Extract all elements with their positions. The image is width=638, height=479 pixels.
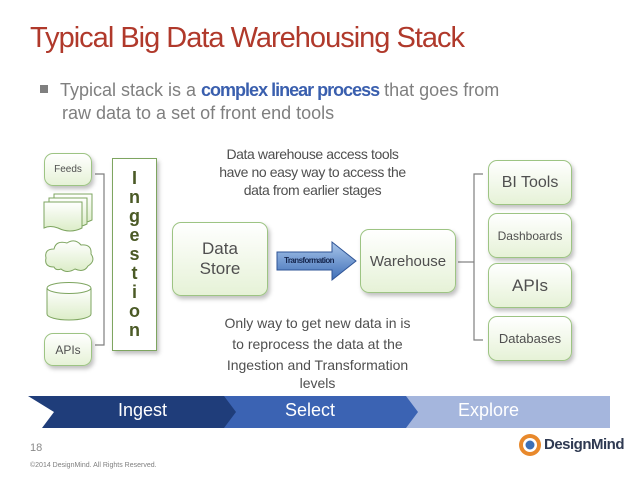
apis-tool-label: APIs xyxy=(512,275,548,295)
ingestion-letter: o xyxy=(129,301,140,321)
top-note-line: Data warehouse access tools xyxy=(226,146,399,162)
dashboards-label: Dashboards xyxy=(497,228,563,243)
bi-tools-box: BI Tools xyxy=(488,160,572,205)
right-bracket xyxy=(473,173,483,341)
page-number: 18 xyxy=(30,442,43,454)
databases-box: Databases xyxy=(488,316,572,361)
top-note-line: have no easy way to access the xyxy=(219,164,406,180)
left-bracket xyxy=(95,173,105,346)
bi-tools-label: BI Tools xyxy=(501,173,559,191)
database-cylinder-icon xyxy=(46,282,92,321)
copyright-text: ©2014 DesignMind. All Rights Reserved. xyxy=(30,462,157,469)
ingestion-column: I n g e s t i o n xyxy=(112,158,157,351)
bullet-line-1: Typical stack is a complex linear proces… xyxy=(40,79,600,102)
bullet-text: Typical stack is a complex linear proces… xyxy=(40,79,600,125)
band-label-select: Select xyxy=(285,400,336,420)
transformation-label: Transformation xyxy=(284,256,334,265)
ingestion-letter: e xyxy=(129,225,140,245)
ingestion-letter: n xyxy=(129,187,140,207)
dashboards-box: Dashboards xyxy=(488,213,572,258)
apis-source-label: APIs xyxy=(55,342,81,357)
bullet-line-2: raw data to a set of front end tools xyxy=(62,103,335,123)
feeds-box: Feeds xyxy=(44,153,92,186)
bottom-note-line: to reprocess the data at the xyxy=(232,336,403,352)
bullet-after: that goes from xyxy=(379,80,500,100)
bullet-highlight: complex linear process xyxy=(201,80,380,100)
bottom-note-line: Only way to get new data in is xyxy=(224,315,411,331)
ingest-chevron xyxy=(28,396,238,428)
data-store-box: Data Store xyxy=(172,222,268,296)
apis-source-box: APIs xyxy=(44,333,92,366)
band-label-explore: Explore xyxy=(458,400,520,420)
explore-chevron xyxy=(406,396,610,428)
bottom-note: Only way to get new data in is to reproc… xyxy=(185,313,450,390)
top-note-line: data from earlier stages xyxy=(243,182,382,198)
databases-label: Databases xyxy=(498,331,562,346)
ingestion-letter: g xyxy=(129,206,140,226)
warehouse-label: Warehouse xyxy=(369,252,447,270)
cloud-icon xyxy=(45,240,94,272)
bottom-note-line: levels xyxy=(299,375,336,391)
ingestion-letter: t xyxy=(131,263,138,283)
data-store-line: Data xyxy=(202,239,238,258)
data-store-line: Store xyxy=(199,259,241,278)
warehouse-box: Warehouse xyxy=(360,229,456,293)
designmind-logo-icon xyxy=(519,434,541,456)
select-chevron xyxy=(224,396,420,428)
ingestion-letter: n xyxy=(129,320,140,340)
designmind-logo-text: DesignMind xyxy=(544,436,625,453)
bullet-square-icon xyxy=(40,85,48,93)
ingestion-letter: i xyxy=(131,282,137,302)
bullet-before: Typical stack is a xyxy=(60,80,202,100)
band-label-ingest: Ingest xyxy=(118,400,168,420)
transformation-arrow-icon xyxy=(276,240,357,282)
ingestion-letter: s xyxy=(129,244,140,264)
apis-tool-box: APIs xyxy=(488,263,572,308)
documents-icon xyxy=(43,193,93,232)
stage-band xyxy=(28,396,610,428)
bottom-note-line: Ingestion and Transformation xyxy=(226,357,409,373)
top-note: Data warehouse access tools have no easy… xyxy=(185,145,440,199)
ingestion-letter: I xyxy=(131,168,137,188)
feeds-label: Feeds xyxy=(54,164,82,175)
slide-title: Typical Big Data Warehousing Stack xyxy=(30,22,465,54)
